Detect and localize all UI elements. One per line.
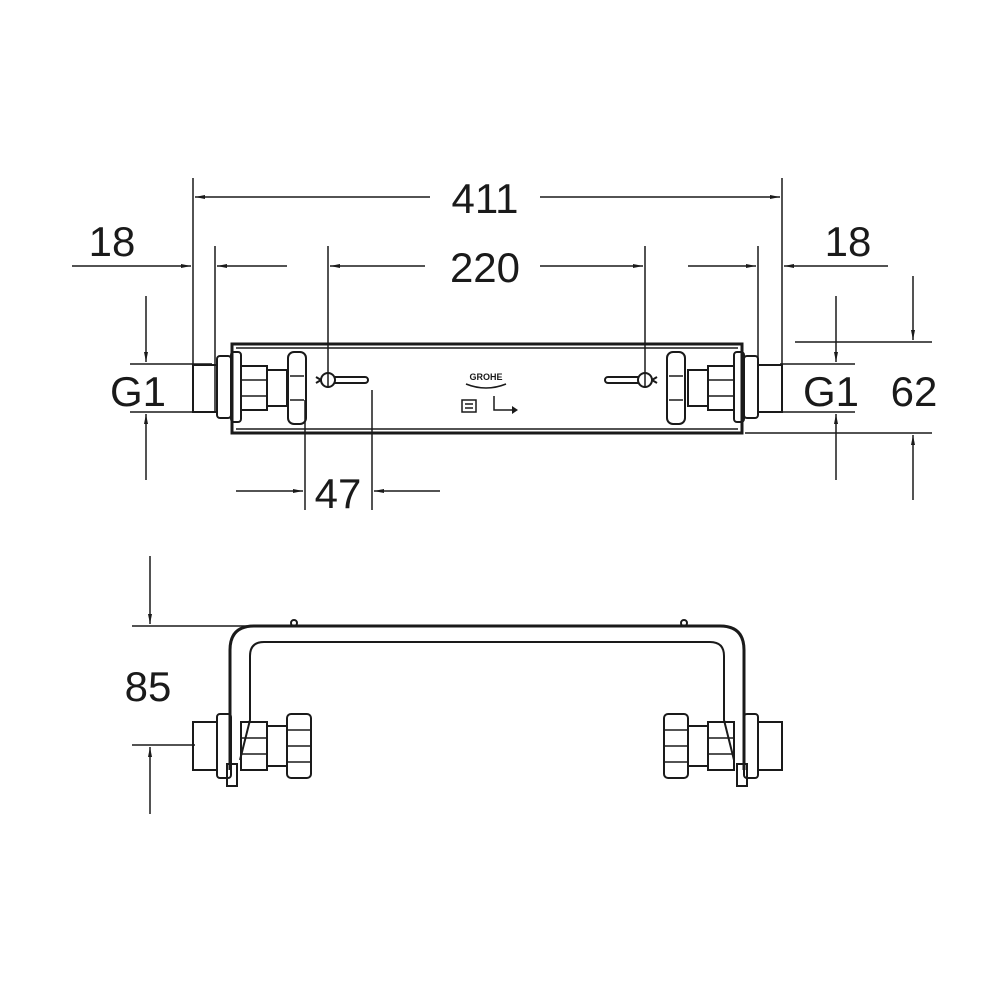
right-fitting bbox=[666, 351, 783, 425]
top-view: 411 18 18 220 bbox=[72, 175, 937, 517]
right-keyhole-slot bbox=[604, 372, 658, 388]
dimension-left-offset: 18 bbox=[72, 218, 287, 412]
dimension-height-label: 62 bbox=[891, 368, 938, 415]
grohe-logo-text: GROHE bbox=[469, 372, 502, 382]
dimension-overall-width: 411 bbox=[192, 175, 783, 412]
thread-right-dimension: G1 bbox=[780, 296, 859, 480]
dimension-depth-label: 85 bbox=[125, 663, 172, 710]
dimension-right-offset-label: 18 bbox=[825, 218, 872, 265]
dimension-overall-width-label: 411 bbox=[452, 175, 519, 222]
thread-left-dimension: G1 bbox=[110, 296, 212, 480]
thread-left-label: G1 bbox=[110, 368, 166, 415]
dimension-left-offset-label: 18 bbox=[89, 218, 136, 265]
flow-direction-icon bbox=[461, 396, 518, 414]
dimension-slot-width: 47 bbox=[236, 390, 440, 517]
side-left-fitting bbox=[192, 713, 312, 787]
grohe-logo: GROHE bbox=[465, 372, 507, 389]
dimension-slot-width-label: 47 bbox=[315, 470, 362, 517]
dimension-center-distance: 220 bbox=[327, 244, 646, 388]
dimension-depth: 85 bbox=[125, 556, 260, 814]
u-bracket bbox=[228, 619, 746, 770]
dimension-center-distance-label: 220 bbox=[450, 244, 520, 291]
thread-right-label: G1 bbox=[803, 368, 859, 415]
left-fitting bbox=[192, 351, 307, 425]
side-right-fitting bbox=[663, 713, 783, 787]
dimension-right-offset: 18 bbox=[688, 218, 888, 412]
left-keyhole-slot bbox=[315, 372, 369, 388]
side-view: 85 bbox=[125, 556, 783, 814]
dimension-height: 62 bbox=[745, 276, 937, 500]
